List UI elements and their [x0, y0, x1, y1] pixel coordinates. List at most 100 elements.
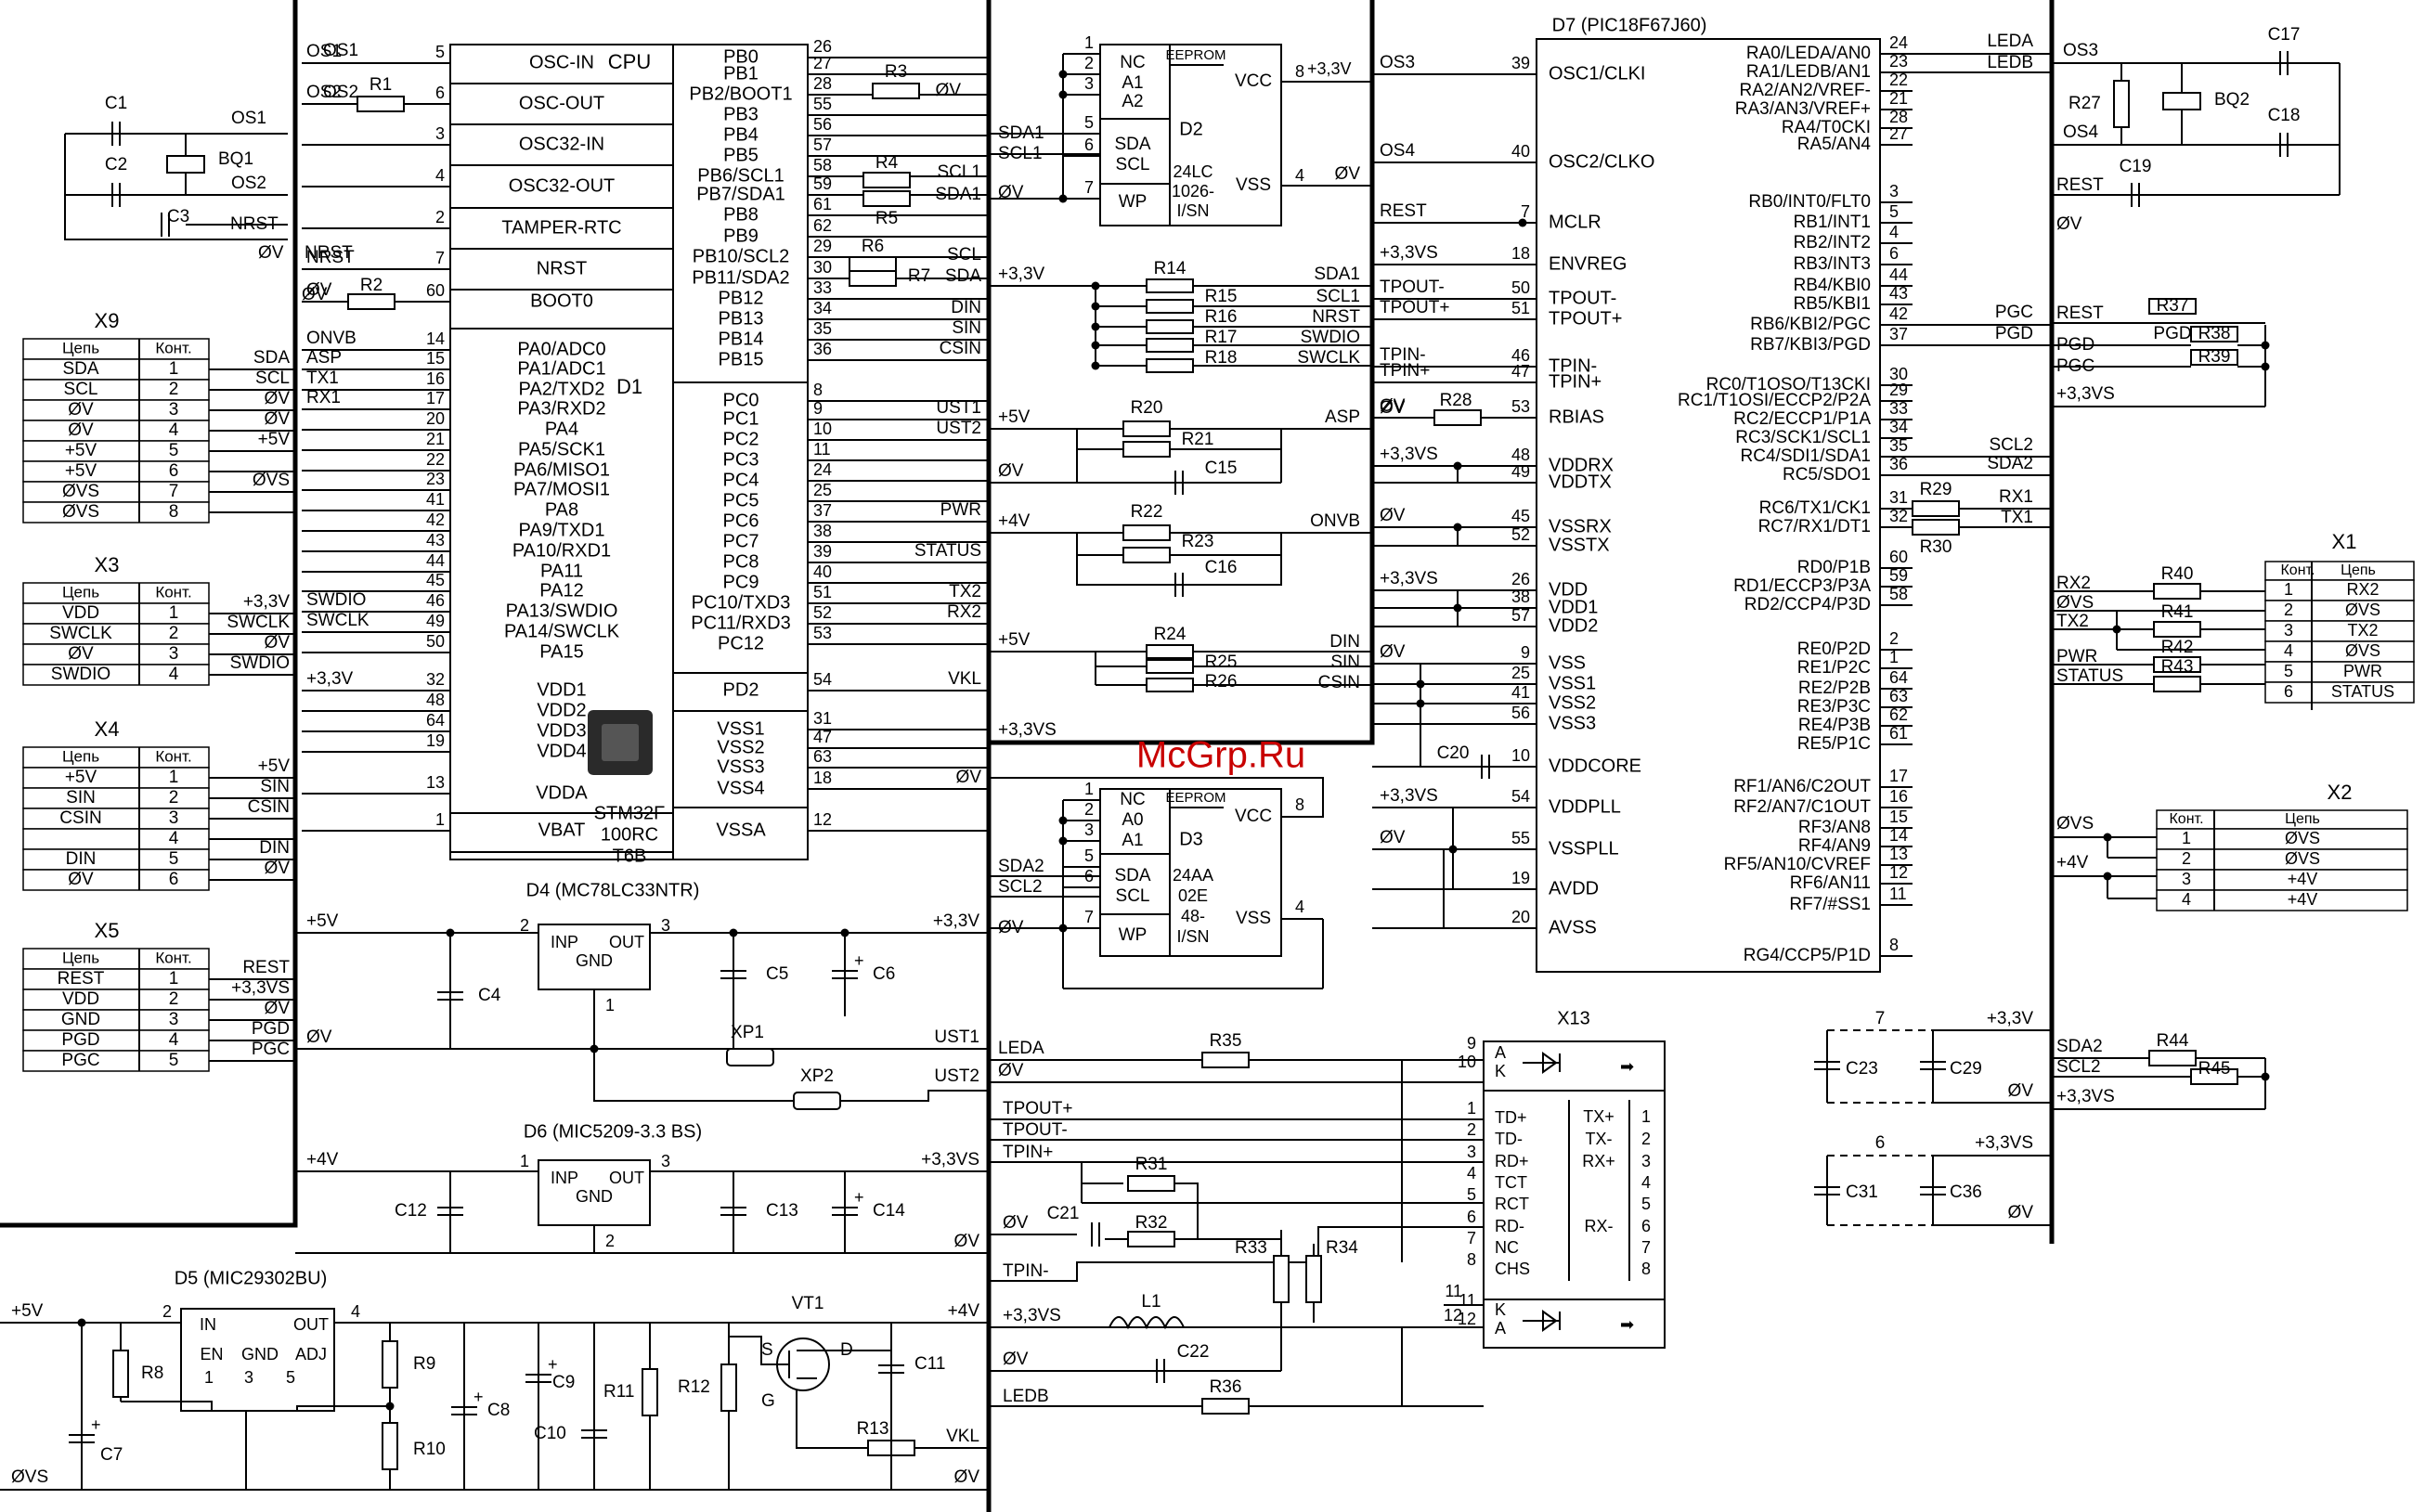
- pin-number: 7: [1084, 178, 1094, 197]
- pin-number: 40: [1511, 142, 1530, 161]
- pin-number: 5: [1467, 1185, 1476, 1204]
- pin-number: 23: [426, 470, 445, 488]
- resistor-body: [849, 256, 897, 273]
- pin-name: VSS1: [717, 718, 764, 739]
- capacitor-label: C3: [167, 207, 189, 226]
- net-label: TPOUT+: [1003, 1099, 1072, 1118]
- table-cell: 4: [2182, 890, 2191, 909]
- pin-name: VDD4: [537, 741, 586, 761]
- pin-name: OSC32-IN: [519, 134, 604, 154]
- resistor-body: [347, 293, 396, 310]
- x13-pin: NC: [1495, 1238, 1519, 1257]
- resistor-label: R39: [2198, 347, 2231, 367]
- polarity-mark: +: [473, 1388, 484, 1406]
- junction-dot: [2103, 872, 2112, 881]
- table-cell: RX2: [2346, 580, 2379, 599]
- resistor-body: [1433, 409, 1482, 426]
- pin-number: 2: [605, 1232, 615, 1250]
- pin-name: RE5/P1C: [1797, 734, 1871, 754]
- regulator-d5-body: [180, 1308, 335, 1412]
- pin-name: RD1/ECCP3/P3A: [1733, 576, 1871, 596]
- pin-number: 45: [426, 571, 445, 589]
- regulator-title: D5 (MIC29302BU): [175, 1268, 328, 1288]
- pin-name: PA15: [539, 641, 583, 662]
- pin-number: 19: [426, 731, 445, 750]
- pin-number: 39: [813, 542, 832, 561]
- pin-number: 25: [1511, 664, 1530, 682]
- net-label: OS3: [2063, 41, 2098, 60]
- pin-name: RE2/P2B: [1798, 678, 1871, 698]
- pin-number: 3: [1467, 1143, 1476, 1161]
- pin-name: PC7: [723, 531, 759, 551]
- pin-number: 59: [1889, 566, 1908, 585]
- pin-name: PA9/TXD1: [519, 520, 605, 540]
- net-label: SDA2: [998, 857, 1044, 876]
- resistor-body: [2113, 80, 2130, 128]
- net-label: +3,3V: [306, 669, 354, 689]
- regulator-pin: IN: [200, 1315, 216, 1334]
- resistor-body: [849, 270, 897, 287]
- pin-name: PC0: [723, 390, 759, 410]
- dnp-label: 6: [1875, 1133, 1886, 1153]
- pin-name: PA10/RXD1: [512, 540, 611, 561]
- net-label: +3,3V: [998, 265, 1045, 284]
- net-label: TX2: [949, 582, 981, 601]
- net-label: +3,3VS: [1380, 786, 1438, 806]
- pin-number: 6: [435, 84, 445, 102]
- pin-name: OSC32-OUT: [509, 175, 615, 196]
- pin-name: PA14/SWCLK: [504, 621, 620, 641]
- net-label: ØV: [956, 768, 982, 787]
- resistor-label: R35: [1210, 1031, 1242, 1051]
- pin-name: RE4/P3B: [1798, 716, 1871, 735]
- pin-number: 1: [435, 810, 445, 829]
- connector-ref: X5: [95, 919, 120, 942]
- net-label: SCL: [947, 245, 981, 265]
- table-cell: 2: [169, 788, 179, 808]
- pin-number: 37: [813, 501, 832, 520]
- wire: [989, 777, 1324, 818]
- pin-number: 14: [426, 330, 445, 348]
- table-cell: 6: [169, 461, 179, 481]
- x13-pin: 1: [1641, 1107, 1651, 1126]
- net-label: +3,3VS: [1975, 1133, 2033, 1153]
- pin-number: 6: [1084, 136, 1094, 154]
- pin-name: RA3/AN3/VREF+: [1735, 99, 1871, 119]
- resistor-label: R33: [1235, 1238, 1267, 1258]
- pin-number: 48: [1511, 446, 1530, 464]
- net-label: LEDA: [998, 1039, 1044, 1058]
- resistor-label: R23: [1182, 532, 1214, 551]
- pin-name: RC3/SCK1/SCL1: [1735, 428, 1871, 447]
- pin-name: TPOUT-: [1549, 288, 1616, 308]
- pin-number: 47: [813, 728, 832, 746]
- junction-dot: [1518, 218, 1527, 227]
- table-cell: SIN: [66, 788, 96, 808]
- table-cell: VDD: [62, 989, 99, 1009]
- capacitor-label: C4: [478, 986, 501, 1005]
- pin-number: 38: [1511, 588, 1530, 606]
- pin-number: 18: [1511, 244, 1530, 263]
- net-label: ØV: [1380, 396, 1406, 416]
- pin-number: 11: [1445, 1282, 1462, 1300]
- x5-row: [22, 989, 210, 1011]
- net-label: +3,3VS: [1380, 243, 1438, 263]
- pin-number: 62: [1889, 705, 1908, 724]
- pin-name: PA13/SWDIO: [506, 601, 618, 621]
- pin-number: 1: [605, 996, 615, 1014]
- resistor-body: [1122, 420, 1171, 437]
- net-label: OS3: [1380, 53, 1415, 72]
- resistor-body: [112, 1350, 129, 1398]
- pin-name: OSC-OUT: [519, 93, 604, 113]
- pin-number: 60: [1889, 548, 1908, 566]
- pin-name: PB7/SDA1: [696, 184, 785, 204]
- x9-row: [22, 358, 210, 381]
- capacitor-label: C11: [914, 1354, 945, 1374]
- resistor-body: [1146, 319, 1194, 334]
- table-cell: 4: [169, 420, 179, 440]
- net-label: ØV: [265, 409, 291, 429]
- table-cell: ØV: [68, 870, 94, 889]
- net-label: STATUS: [2056, 666, 2123, 686]
- table-header: Цепь: [2285, 811, 2320, 827]
- pin-name: VDD2: [537, 700, 586, 720]
- x9-row: [22, 460, 210, 483]
- eeprom-pin: NC: [1120, 790, 1145, 809]
